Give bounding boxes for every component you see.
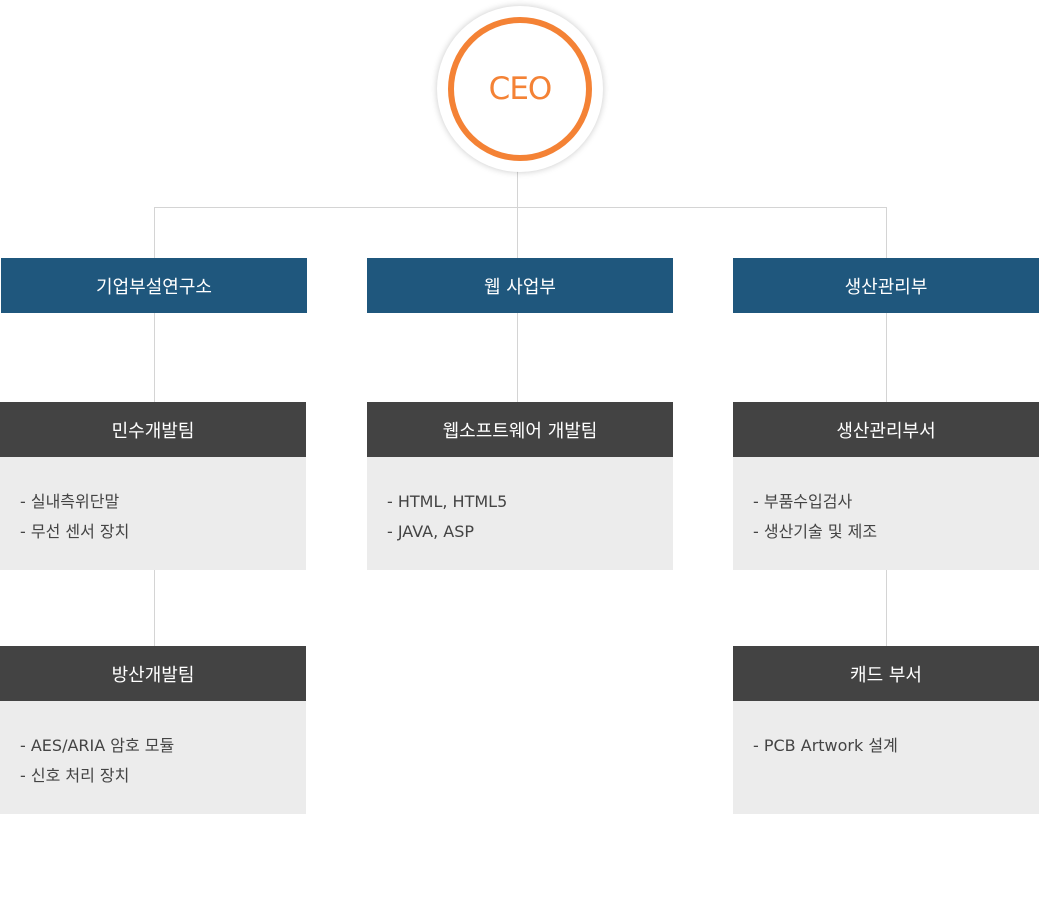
team-body-cad: - PCB Artwork 설계 bbox=[733, 701, 1039, 814]
dept-connector-3 bbox=[886, 207, 887, 259]
team-header-civil-dev: 민수개발팀 bbox=[0, 402, 306, 457]
department-web-business: 웹 사업부 bbox=[367, 258, 673, 313]
team-body-web-software-dev: - HTML, HTML5 - JAVA, ASP bbox=[367, 457, 673, 570]
team-body-civil-dev: - 실내측위단말 - 무선 센서 장치 bbox=[0, 457, 306, 570]
team-item: - JAVA, ASP bbox=[387, 522, 475, 541]
department-production-management: 생산관리부 bbox=[733, 258, 1039, 313]
team-header-cad: 캐드 부서 bbox=[733, 646, 1039, 701]
team-item: - 무선 센서 장치 bbox=[20, 522, 130, 541]
team-item: - AES/ARIA 암호 모듈 bbox=[20, 736, 175, 755]
ceo-label: CEO bbox=[488, 71, 553, 107]
ceo-node: CEO bbox=[437, 6, 603, 172]
team-body-production-management: - 부품수입검사 - 생산기술 및 제조 bbox=[733, 457, 1039, 570]
dept-connector-1 bbox=[154, 207, 155, 259]
team-item: - 신호 처리 장치 bbox=[20, 766, 130, 785]
team-item: - PCB Artwork 설계 bbox=[753, 736, 898, 755]
team-header-defense-dev: 방산개발팀 bbox=[0, 646, 306, 701]
team-connector-2-1 bbox=[517, 313, 518, 403]
ceo-ring: CEO bbox=[448, 17, 592, 161]
team-header-web-software-dev: 웹소프트웨어 개발팀 bbox=[367, 402, 673, 457]
team-connector-3-2 bbox=[886, 570, 887, 647]
branch-line bbox=[154, 207, 887, 208]
ceo-connector bbox=[517, 171, 518, 208]
team-item: - 실내측위단말 bbox=[20, 492, 120, 511]
team-connector-3-1 bbox=[886, 313, 887, 403]
team-connector-1-2 bbox=[154, 570, 155, 647]
department-research-institute: 기업부설연구소 bbox=[1, 258, 307, 313]
team-item: - 생산기술 및 제조 bbox=[753, 522, 878, 541]
dept-connector-2 bbox=[517, 207, 518, 259]
team-body-defense-dev: - AES/ARIA 암호 모듈 - 신호 처리 장치 bbox=[0, 701, 306, 814]
team-item: - 부품수입검사 bbox=[753, 492, 853, 511]
team-header-production-management: 생산관리부서 bbox=[733, 402, 1039, 457]
team-item: - HTML, HTML5 bbox=[387, 492, 508, 511]
team-connector-1-1 bbox=[154, 313, 155, 403]
